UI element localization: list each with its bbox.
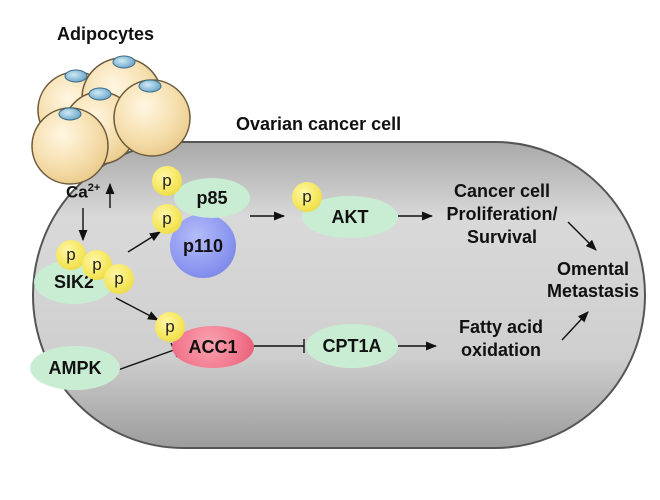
phospho-p110: p: [152, 204, 182, 234]
node-cpt1a: CPT1A: [306, 324, 398, 368]
arrow-proliferation-to-metastasis: [567, 221, 597, 251]
outcome-metastasis-line2: Metastasis: [546, 281, 640, 301]
outcome-fao-line2: oxidation: [461, 340, 541, 360]
node-p110: p110: [170, 214, 236, 278]
arrow-sik2-to-acc1: [115, 297, 159, 321]
node-ampk: AMPK: [30, 346, 120, 390]
node-p85: p85: [174, 178, 250, 218]
outcome-proliferation-line1: Cancer cell: [453, 181, 551, 201]
outcome-fao-line1: Fatty acid: [458, 317, 544, 337]
outcome-fatty-acid-oxidation: Fatty acid oxidation: [436, 316, 566, 362]
adipocyte: [31, 107, 109, 185]
adipocyte-cluster: [31, 55, 191, 185]
adipocytes-label: Adipocytes: [57, 24, 155, 44]
arrow-ampk-to-acc1: [117, 349, 175, 371]
node-acc1: ACC1: [172, 326, 254, 368]
arrow-fao-to-metastasis: [561, 311, 589, 341]
cell-title: Ovarian cancer cell: [236, 114, 402, 134]
calcium-label: Ca2+: [66, 182, 101, 202]
outcome-metastasis-line1: Omental: [556, 259, 630, 279]
adipocyte: [113, 79, 191, 157]
phospho-sik2-3: p: [104, 264, 134, 294]
arrow-sik2-to-pi3k: [127, 231, 161, 253]
phospho-sik2-1: p: [56, 240, 86, 270]
node-akt: AKT: [302, 196, 398, 238]
outcome-proliferation: Cancer cell Proliferation/ Survival: [432, 180, 572, 249]
phospho-p85: p: [152, 166, 182, 196]
outcome-metastasis: Omental Metastasis: [538, 258, 648, 302]
phospho-acc1: p: [155, 312, 185, 342]
outcome-proliferation-line3: Survival: [466, 227, 538, 247]
outcome-proliferation-line2: Proliferation/: [446, 204, 558, 224]
phospho-akt: p: [292, 182, 322, 212]
